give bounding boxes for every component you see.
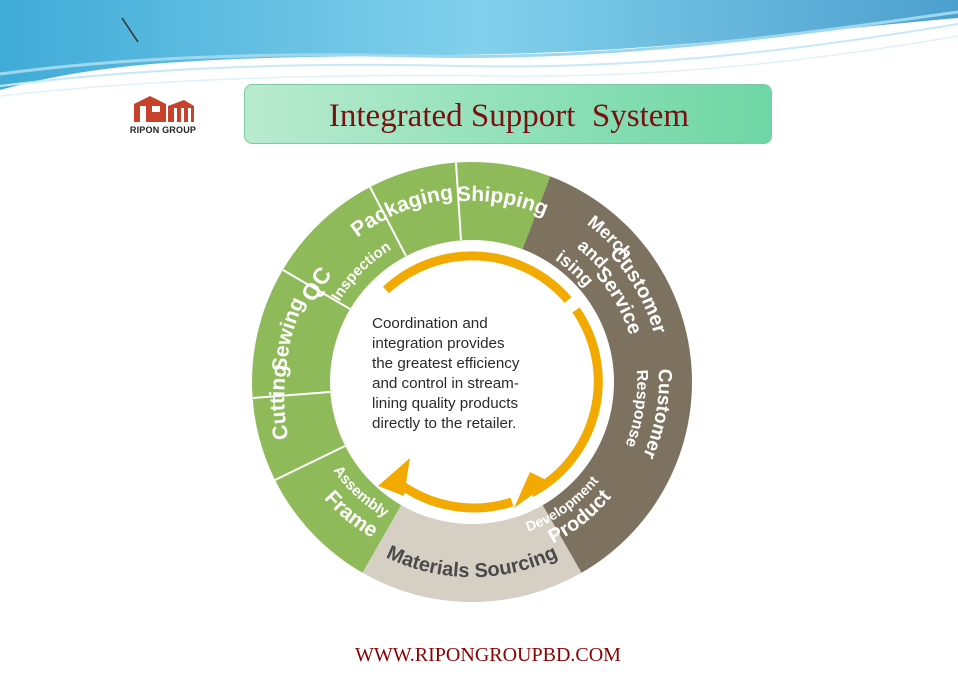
center-line-6: directly to the retailer. bbox=[372, 415, 516, 432]
website-url[interactable]: WWW.RIPONGROUPBD.COM bbox=[355, 644, 621, 666]
header-swoosh-decoration bbox=[0, 0, 958, 97]
beige-arc bbox=[362, 504, 582, 602]
arrow-head-right bbox=[514, 472, 550, 508]
center-line-1: Coordination and bbox=[372, 315, 488, 332]
svg-text:Cutting: Cutting bbox=[266, 363, 293, 442]
title-banner: Integrated Support System bbox=[244, 84, 772, 144]
outer-ring bbox=[252, 162, 692, 602]
ripon-group-logo: RIPON GROUP bbox=[122, 92, 204, 138]
center-line-2: integration provides bbox=[372, 335, 505, 352]
center-line-5: lining quality products bbox=[372, 395, 518, 412]
center-line-3: the greatest efficiency bbox=[372, 355, 520, 372]
logo-icon bbox=[134, 96, 194, 122]
center-line-4: and control in stream- bbox=[372, 375, 519, 392]
arrow-head-left bbox=[378, 458, 410, 496]
brown-arc bbox=[522, 176, 692, 573]
cycle-arrows bbox=[378, 251, 603, 513]
label-cutting: Cutting bbox=[266, 363, 293, 442]
green-arc bbox=[252, 162, 551, 573]
center-description: Coordination and integration provides th… bbox=[372, 315, 520, 432]
logo-text: RIPON GROUP bbox=[129, 125, 197, 135]
support-system-wheel: Shipping Packaging QC Inspection Sewing … bbox=[252, 162, 692, 602]
page-title: Integrated Support System bbox=[328, 98, 690, 134]
